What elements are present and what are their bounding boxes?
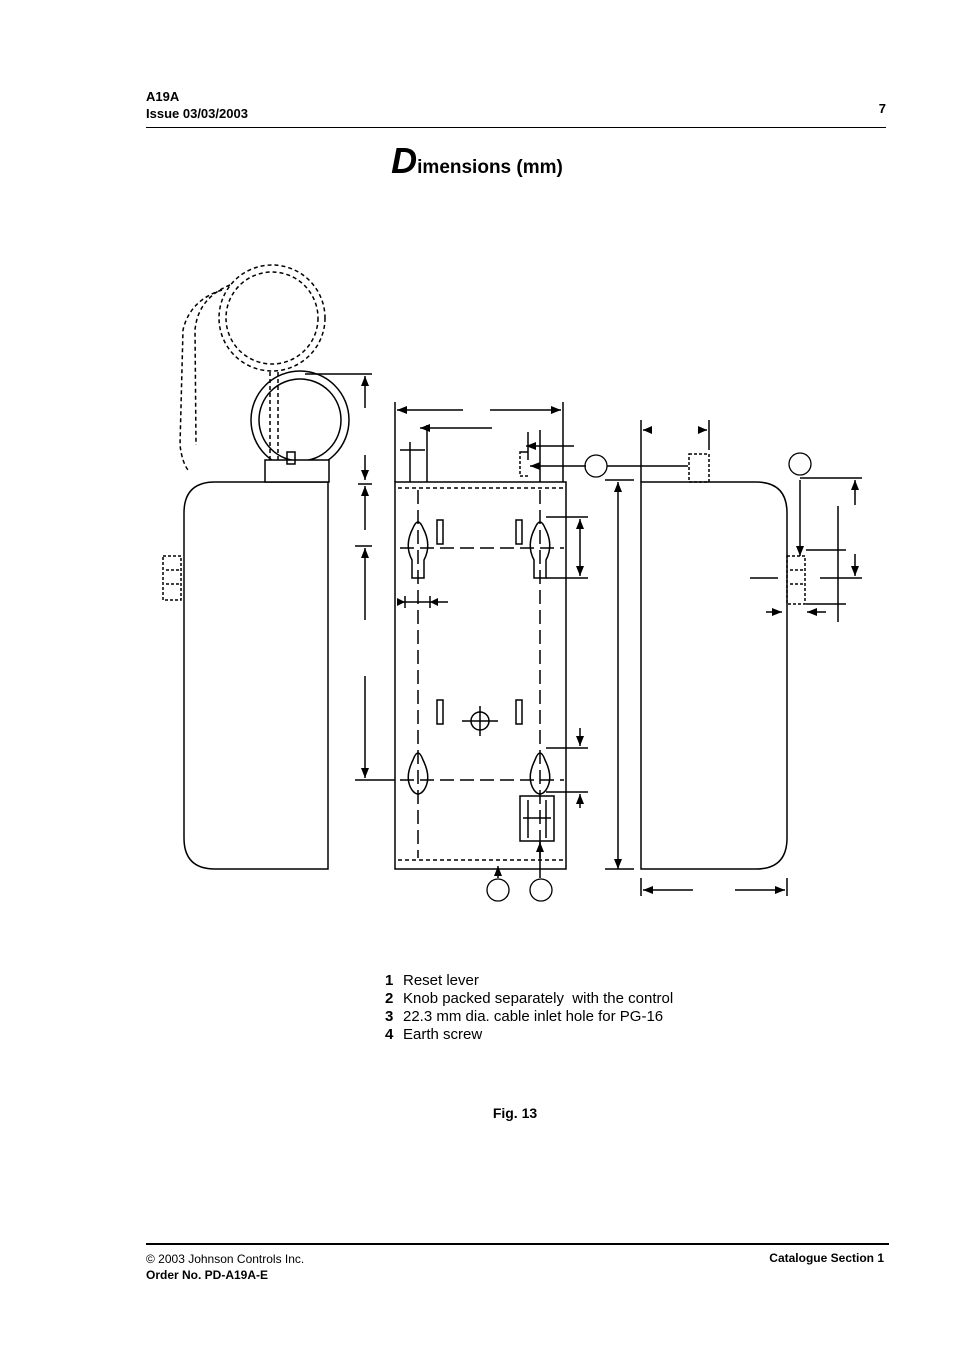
legend-item: 4 Earth screw — [385, 1026, 673, 1044]
legend-text: 22.3 mm dia. cable inlet hole for PG-16 — [403, 1008, 664, 1025]
legend-item: 1 Reset lever — [385, 972, 673, 990]
catalogue-section: Catalogue Section 1 — [769, 1251, 884, 1265]
header-rule — [146, 127, 886, 128]
legend-number: 4 — [385, 1026, 394, 1043]
page-title: Dimensions (mm) — [0, 140, 954, 182]
legend-item: 2 Knob packed separately with the control — [385, 990, 673, 1008]
footer-rule — [146, 1243, 889, 1245]
title-rest: imensions (mm) — [417, 157, 563, 178]
legend-number: 1 — [385, 972, 394, 989]
page-number: 7 — [878, 101, 886, 116]
figure-caption: Fig. 13 — [492, 1105, 538, 1121]
title-initial: D — [391, 140, 418, 181]
order-number: Order No. PD-A19A-E — [146, 1268, 269, 1282]
copyright: © 2003 Johnson Controls Inc. — [146, 1252, 305, 1266]
footer-left: © 2003 Johnson Controls Inc. Order No. P… — [146, 1251, 304, 1283]
legend-text: Earth screw — [403, 1026, 483, 1043]
header-block: A19A Issue 03/03/2003 — [146, 88, 248, 122]
doc-code: A19A — [146, 89, 180, 104]
legend-number: 2 — [385, 990, 394, 1007]
legend-text: Knob packed separately with the control — [403, 990, 674, 1007]
legend-number: 3 — [385, 1008, 394, 1025]
legend-text: Reset lever — [403, 972, 479, 989]
dimension-arrowheads — [361, 376, 859, 894]
callout-balloons — [486, 452, 812, 902]
legend-item: 3 22.3 mm dia. cable inlet hole for PG-16 — [385, 1008, 673, 1026]
side-view-right — [605, 420, 862, 896]
legend-list: 1 Reset lever 2 Knob packed separately wit… — [385, 972, 673, 1044]
side-view-left — [162, 264, 395, 870]
issue-date: Issue 03/03/2003 — [146, 106, 248, 121]
front-view — [394, 402, 588, 878]
